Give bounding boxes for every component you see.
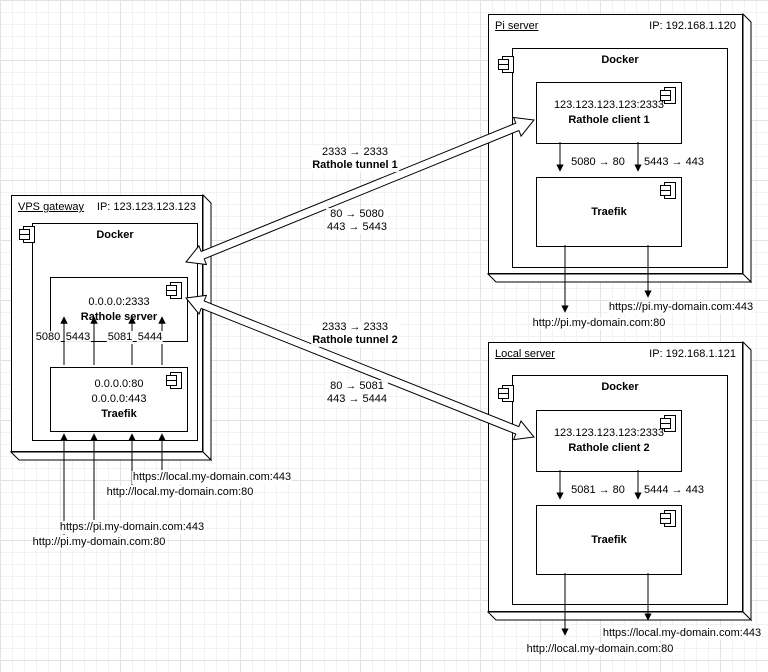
vps-depth-bottom [9, 451, 213, 461]
component-icon [166, 372, 182, 389]
vps-gateway-ip: IP: 123.123.123.123 [96, 201, 196, 213]
vps-rathole-server-box: 0.0.0.0:2333 Rathole server [50, 277, 188, 342]
tunnel2-map-https: 443 → 5444 [327, 393, 387, 405]
local-rathole-address: 123.123.123.123:2333 [553, 427, 665, 439]
tunnel2-label: 2333 → 2333 Rathole tunnel 2 [311, 321, 399, 347]
pi-depth-right [742, 12, 752, 284]
vps-gateway-node: VPS gateway IP: 123.123.123.123 Docker 0… [11, 195, 203, 452]
local-docker-box: Docker 123.123.123.123:2333 Rathole clie… [512, 375, 728, 605]
incoming-pi-http-label: http://pi.my-domain.com:80 [31, 536, 167, 549]
tunnel1-port-maps: 80 → 5080 443 → 5443 [326, 208, 388, 234]
local-map-https-label: 5444 → 443 [643, 484, 705, 497]
local-traefik-box: Traefik [536, 505, 682, 575]
pi-traefik-name: Traefik [591, 205, 627, 218]
incoming-local-http-label: http://local.my-domain.com:80 [105, 486, 255, 499]
vps-rathole-name: Rathole server [80, 310, 158, 323]
vps-port-5081-label: 5081 [106, 331, 134, 344]
pi-traefik-box: Traefik [536, 177, 682, 247]
vps-rathole-address: 0.0.0.0:2333 [88, 295, 150, 308]
tunnel1-map-https: 443 → 5443 [327, 221, 387, 233]
local-docker-label: Docker [601, 381, 639, 393]
pi-map-https-label: 5443 → 443 [643, 156, 705, 169]
component-icon [660, 510, 676, 527]
incoming-local-https-label: https://local.my-domain.com:443 [131, 471, 293, 484]
pi-rathole-name: Rathole client 1 [568, 114, 650, 126]
local-server-ip: IP: 192.168.1.121 [649, 348, 736, 360]
vps-gateway-title: VPS gateway [18, 201, 85, 213]
pi-docker-label: Docker [601, 54, 639, 66]
vps-gateway-header: VPS gateway IP: 123.123.123.123 [12, 196, 202, 213]
component-icon [19, 226, 35, 243]
tunnel1-ports: 2333 → 2333 [321, 146, 389, 158]
component-icon [166, 282, 182, 299]
local-depth-right [742, 340, 752, 622]
component-icon [498, 56, 514, 73]
pi-map-http-label: 5080 → 80 [570, 156, 626, 169]
local-server-node: Local server IP: 192.168.1.121 Docker 12… [488, 342, 743, 612]
tunnel2-port-maps: 80 → 5081 443 → 5444 [326, 380, 388, 406]
rathole-tunnel-2-arrow [185, 294, 535, 441]
tunnel2-ports: 2333 → 2333 [321, 321, 389, 333]
vps-traefik-box: 0.0.0.0:80 0.0.0.0:443 Traefik [50, 367, 188, 432]
local-traefik-name: Traefik [591, 533, 627, 546]
local-rathole-client-box: 123.123.123.123:2333 Rathole client 2 [536, 410, 682, 472]
vps-docker-label: Docker [96, 229, 134, 241]
component-icon [498, 385, 514, 402]
pi-server-node: Pi server IP: 192.168.1.120 Docker 123.1… [488, 14, 743, 274]
pi-rathole-address: 123.123.123.123:2333 [553, 99, 665, 111]
tunnel2-map-http: 80 → 5081 [330, 380, 384, 392]
local-server-title: Local server [495, 348, 555, 360]
vps-port-5443-label: 5443 [64, 331, 92, 344]
component-icon [660, 415, 676, 432]
vps-port-5080-label: 5080 [34, 331, 62, 344]
pi-out-https-label: https://pi.my-domain.com:443 [607, 301, 755, 314]
incoming-pi-https-label: https://pi.my-domain.com:443 [58, 521, 206, 534]
pi-server-header: Pi server IP: 192.168.1.120 [489, 15, 742, 32]
local-map-http-label: 5081 → 80 [570, 484, 626, 497]
tunnel1-map-http: 80 → 5080 [330, 208, 384, 220]
vps-port-5444-label: 5444 [136, 331, 164, 344]
pi-server-ip: IP: 192.168.1.120 [649, 20, 736, 32]
tunnel2-name: Rathole tunnel 2 [312, 334, 398, 346]
local-depth-bottom [486, 611, 753, 621]
vps-traefik-address-https: 0.0.0.0:443 [91, 393, 147, 405]
component-icon [660, 87, 676, 104]
local-rathole-name: Rathole client 2 [568, 442, 650, 454]
vps-depth-right [202, 193, 212, 462]
vps-traefik-name: Traefik [101, 408, 137, 420]
pi-out-http-label: http://pi.my-domain.com:80 [531, 317, 667, 330]
tunnel1-name: Rathole tunnel 1 [312, 159, 398, 171]
component-icon [660, 182, 676, 199]
pi-depth-bottom [486, 273, 753, 283]
tunnel1-label: 2333 → 2333 Rathole tunnel 1 [311, 146, 399, 172]
pi-server-title: Pi server [495, 20, 539, 32]
local-server-header: Local server IP: 192.168.1.121 [489, 343, 742, 360]
vps-docker-box: Docker 0.0.0.0:2333 Rathole server 0.0.0… [32, 223, 198, 441]
local-out-https-label: https://local.my-domain.com:443 [601, 627, 763, 640]
pi-rathole-client-box: 123.123.123.123:2333 Rathole client 1 [536, 82, 682, 144]
local-out-http-label: http://local.my-domain.com:80 [525, 643, 675, 656]
vps-traefik-address-http: 0.0.0.0:80 [94, 378, 144, 390]
rathole-tunnel-1-arrow [185, 116, 535, 266]
